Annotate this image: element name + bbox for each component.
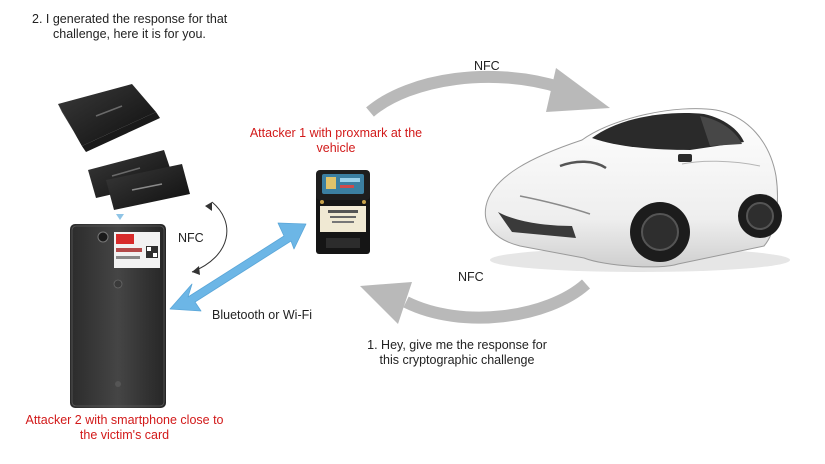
nfc-phone-label: NFC xyxy=(178,231,204,245)
attacker2-line2: the victim's card xyxy=(79,428,170,442)
step2-line1: 2. I generated the response for that xyxy=(32,12,228,26)
step1-line1: 1. Hey, give me the response for xyxy=(367,338,547,352)
wireless-link-arrow xyxy=(169,222,307,312)
tesla-key-card-icon xyxy=(58,84,190,220)
attacker1-label: Attacker 1 with proxmark at the vehicle xyxy=(236,126,436,156)
smartphone-icon xyxy=(70,224,166,408)
car-icon xyxy=(484,108,790,272)
step2-label: 2. I generated the response for that cha… xyxy=(32,12,262,42)
attacker2-label: Attacker 2 with smartphone close to the … xyxy=(12,413,237,443)
wireless-label: Bluetooth or Wi-Fi xyxy=(212,308,313,322)
nfc-top-arrow xyxy=(366,68,610,117)
attacker2-line1: Attacker 2 with smartphone close to xyxy=(25,413,224,427)
step1-label: 1. Hey, give me the response for this cr… xyxy=(352,338,562,368)
nfc-bottom-label: NFC xyxy=(458,270,484,284)
nfc-top-label: NFC xyxy=(474,59,500,73)
proxmark-device-icon xyxy=(316,170,370,254)
step1-line2: this cryptographic challenge xyxy=(379,353,535,367)
step2-line2: challenge, here it is for you. xyxy=(53,27,206,41)
attacker1-line2: vehicle xyxy=(316,141,356,155)
attacker1-line1: Attacker 1 with proxmark at the xyxy=(249,126,423,140)
nfc-phone-arrow xyxy=(191,201,228,275)
nfc-bottom-arrow xyxy=(360,279,590,324)
